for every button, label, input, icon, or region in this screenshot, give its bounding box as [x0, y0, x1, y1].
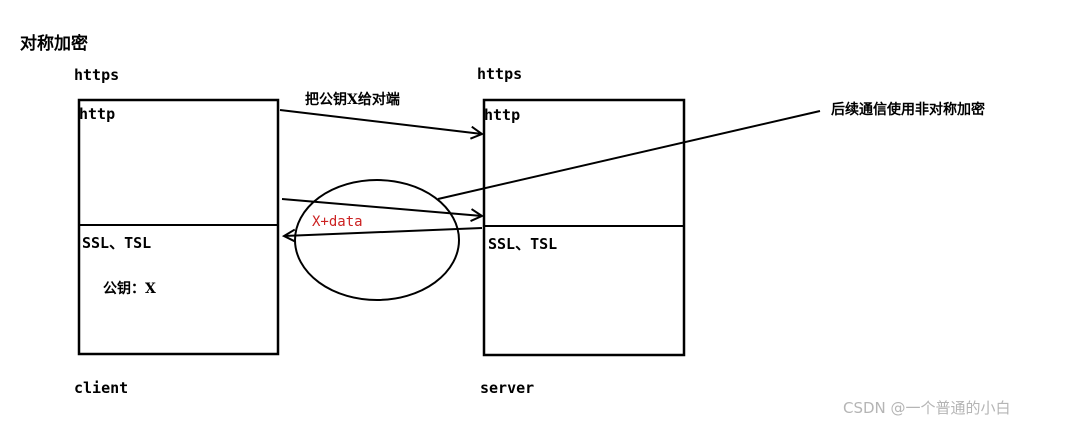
send-pubkey-label: 把公钥X给对端	[305, 92, 400, 108]
client-pubkey-label: 公钥：X	[103, 281, 156, 297]
watermark: CSDN @一个普通的小白	[843, 399, 1011, 417]
server-name: server	[480, 379, 535, 397]
server-tls-label: SSL、TSL	[488, 235, 558, 253]
client-name: client	[74, 379, 129, 397]
send-pubkey-arrow	[279, 109, 482, 134]
exchange-ellipse	[294, 179, 460, 301]
reply-data-label: X+data	[312, 214, 363, 230]
server-box	[482, 98, 686, 357]
reply-data-arrow	[284, 227, 483, 236]
server-http-label: http	[484, 106, 521, 124]
note-pointer-line	[437, 110, 821, 200]
client-to-server-arrow	[281, 198, 482, 216]
client-tls-label: SSL、TSL	[82, 234, 152, 252]
client-https-label: https	[74, 66, 120, 84]
client-box	[77, 98, 280, 356]
client-http-label: http	[79, 105, 116, 123]
diagram-title: 对称加密	[20, 34, 88, 54]
server-https-label: https	[477, 65, 523, 83]
note-label: 后续通信使用非对称加密	[831, 102, 985, 118]
